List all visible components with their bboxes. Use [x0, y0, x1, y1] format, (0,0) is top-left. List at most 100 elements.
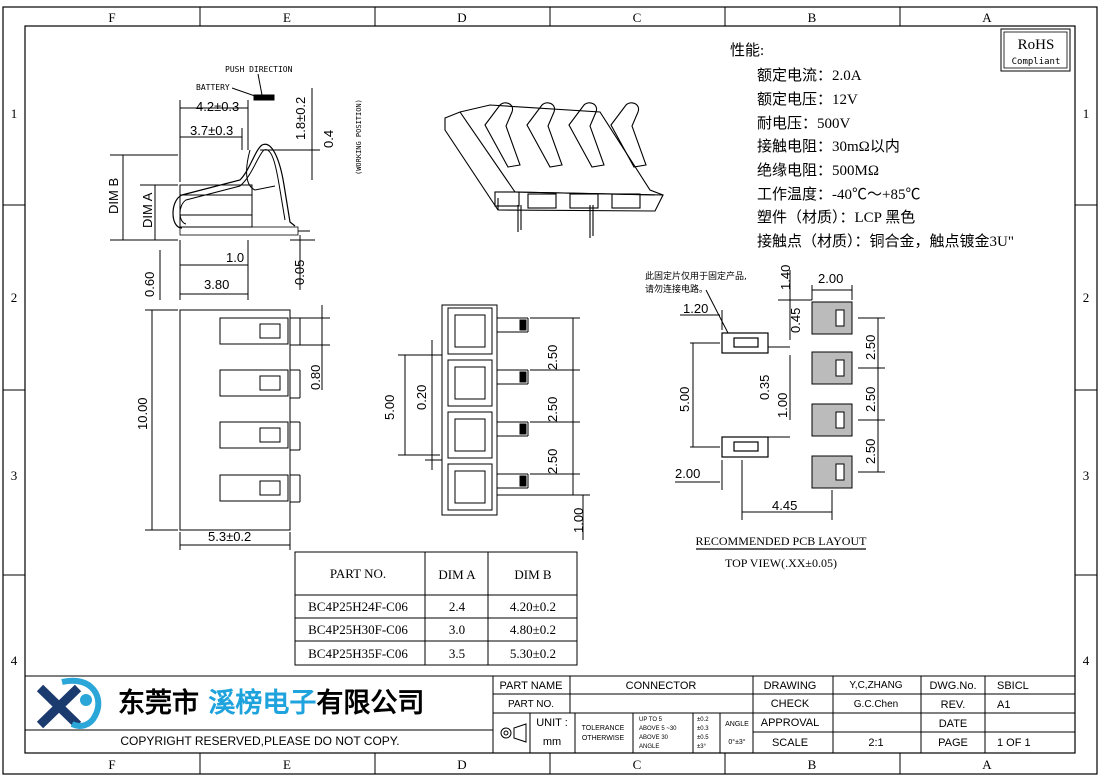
dim-label: 1.00	[775, 393, 790, 418]
dim-label: 0.60	[142, 272, 157, 297]
col-label-top: B	[808, 10, 817, 25]
dwg-no-value: SBICL	[997, 680, 1029, 692]
spec-heading: 性能:	[730, 42, 764, 59]
table-cell: 2.4	[449, 599, 466, 614]
dim-label: 5.00	[677, 387, 692, 412]
approval-label: APPROVAL	[761, 717, 820, 729]
dim-label: 0.05	[292, 260, 307, 285]
isometric-view	[444, 102, 664, 238]
col-label-top: D	[457, 10, 466, 25]
copyright-text: COPYRIGHT RESERVED,PLEASE DO NOT COPY.	[120, 734, 399, 748]
rohs-badge: RoHS Compliant	[1000, 28, 1071, 72]
dim-label: 1.20	[683, 301, 708, 316]
dim-label: 5.00	[382, 395, 397, 420]
pcb-note: 此固定片仅用于固定产品,	[645, 270, 747, 282]
check-value: G.C.Chen	[854, 699, 898, 710]
dim-label: 1.0	[226, 250, 244, 265]
rev-value: A1	[997, 699, 1010, 711]
table-cell: 5.30±0.2	[510, 646, 556, 661]
dim-label: 2.50	[545, 345, 560, 370]
pcb-labels: 此固定片仅用于固定产品, 请勿连接电路。 1.40 2.00 1.20 0.45…	[645, 265, 878, 570]
dim-label: 2.00	[818, 271, 843, 286]
table-header: PART NO.	[330, 566, 386, 581]
table-cell: 4.80±0.2	[510, 622, 556, 637]
part-no-label: PART NO.	[508, 699, 554, 710]
angle-label: ANGLE	[725, 721, 749, 728]
spec-line: 工作温度：-40℃～+85℃	[757, 186, 920, 203]
dim-label: 1.00	[571, 508, 586, 533]
front-view	[398, 304, 590, 540]
unit-value: mm	[543, 736, 561, 748]
row-label-left: 4	[11, 653, 18, 668]
company-name: 东莞市 溪榜电子有限公司	[118, 687, 424, 719]
working-position-label: (WORKING POSITION)	[355, 99, 363, 175]
col-label-top: A	[982, 10, 992, 25]
tolerance-value: ±0.5	[697, 735, 709, 741]
col-label-bottom: F	[108, 757, 115, 772]
dim-label: DIM A	[140, 192, 155, 228]
table-header: DIM A	[438, 567, 476, 582]
dim-label: 2.50	[863, 335, 878, 360]
dwg-no-label: DWG.No.	[929, 680, 976, 692]
zone-ticks	[3, 7, 1097, 774]
dim-label: 2.50	[545, 449, 560, 474]
dim-label: 2.50	[863, 439, 878, 464]
push-direction-label: PUSH DIRECTION	[225, 65, 293, 74]
dim-label: 3.80	[204, 277, 229, 292]
row-label-left: 1	[11, 106, 18, 121]
dim-label: 0.80	[308, 365, 323, 390]
spec-line: 额定电流：2.0A	[757, 67, 862, 84]
col-label-bottom: E	[283, 757, 291, 772]
tolerance-range: ABOVE 5 ~30	[639, 726, 677, 732]
check-label: CHECK	[771, 698, 810, 710]
row-label-right: 2	[1083, 290, 1090, 305]
rohs-sub: Compliant	[1012, 57, 1061, 67]
dim-label: 3.7±0.3	[190, 123, 233, 138]
tolerance-value: ±3°	[697, 744, 707, 750]
bottom-view	[145, 305, 330, 550]
part-table	[294, 551, 578, 666]
spec-list: 性能: 额定电流：2.0A 额定电压：12V 耐电压：500V 接触电阻：30m…	[730, 42, 1014, 250]
dim-label: 0.20	[414, 385, 429, 410]
company-name-highlight: 溪榜电子	[208, 687, 316, 719]
spec-line: 接触电阻：30mΩ以内	[757, 138, 900, 155]
tolerance-label: TOLERANCE	[582, 725, 625, 732]
part-name-value: CONNECTOR	[626, 680, 697, 692]
part-name-label: PART NAME	[500, 680, 563, 692]
inner-frame	[24, 25, 1076, 754]
bottom-view-labels: 10.00 5.3±0.2 0.80	[135, 365, 323, 544]
col-label-bottom: C	[633, 757, 642, 772]
table-cell: 4.20±0.2	[510, 599, 556, 614]
company-prefix: 东莞市	[118, 687, 199, 719]
col-label-top: C	[633, 10, 642, 25]
company-name-suffix: 有限公司	[316, 688, 424, 719]
front-view-labels: 5.00 0.20 2.50 2.50 2.50 1.00	[382, 345, 586, 533]
battery-label: BATTERY	[196, 83, 230, 92]
row-label-left: 2	[11, 290, 18, 305]
company-logo	[36, 677, 102, 729]
drawing-label: DRAWING	[764, 680, 817, 692]
side-view-labels: PUSH DIRECTION BATTERY 4.2±0.3 3.7±0.3 1…	[106, 65, 363, 297]
tolerance-value: ±0.2	[697, 717, 709, 723]
scale-label: SCALE	[772, 737, 808, 749]
dim-label: 0.35	[757, 375, 772, 400]
col-label-bottom: B	[808, 757, 817, 772]
tolerance-range: ANGLE	[639, 744, 659, 750]
spec-line: 耐电压：500V	[757, 115, 851, 132]
page-label: PAGE	[938, 737, 968, 749]
col-label-top: E	[283, 10, 291, 25]
dim-label: 5.3±0.2	[208, 529, 251, 544]
tolerance-value: ±0.3	[697, 726, 709, 732]
dim-label: DIM B	[106, 178, 121, 214]
dim-label: 2.00	[675, 466, 700, 481]
side-view	[110, 73, 320, 300]
scale-value: 2:1	[868, 737, 883, 749]
row-label-right: 3	[1083, 468, 1090, 483]
title-block-text: 东莞市 溪榜电子有限公司 COPYRIGHT RESERVED,PLEASE D…	[118, 680, 1031, 750]
col-label-top: F	[108, 10, 115, 25]
unit-label: UNIT :	[536, 717, 568, 729]
tolerance-range: ABOVE 30	[639, 735, 669, 741]
col-label-bottom: A	[982, 757, 992, 772]
table-cell: 3.5	[449, 646, 465, 661]
